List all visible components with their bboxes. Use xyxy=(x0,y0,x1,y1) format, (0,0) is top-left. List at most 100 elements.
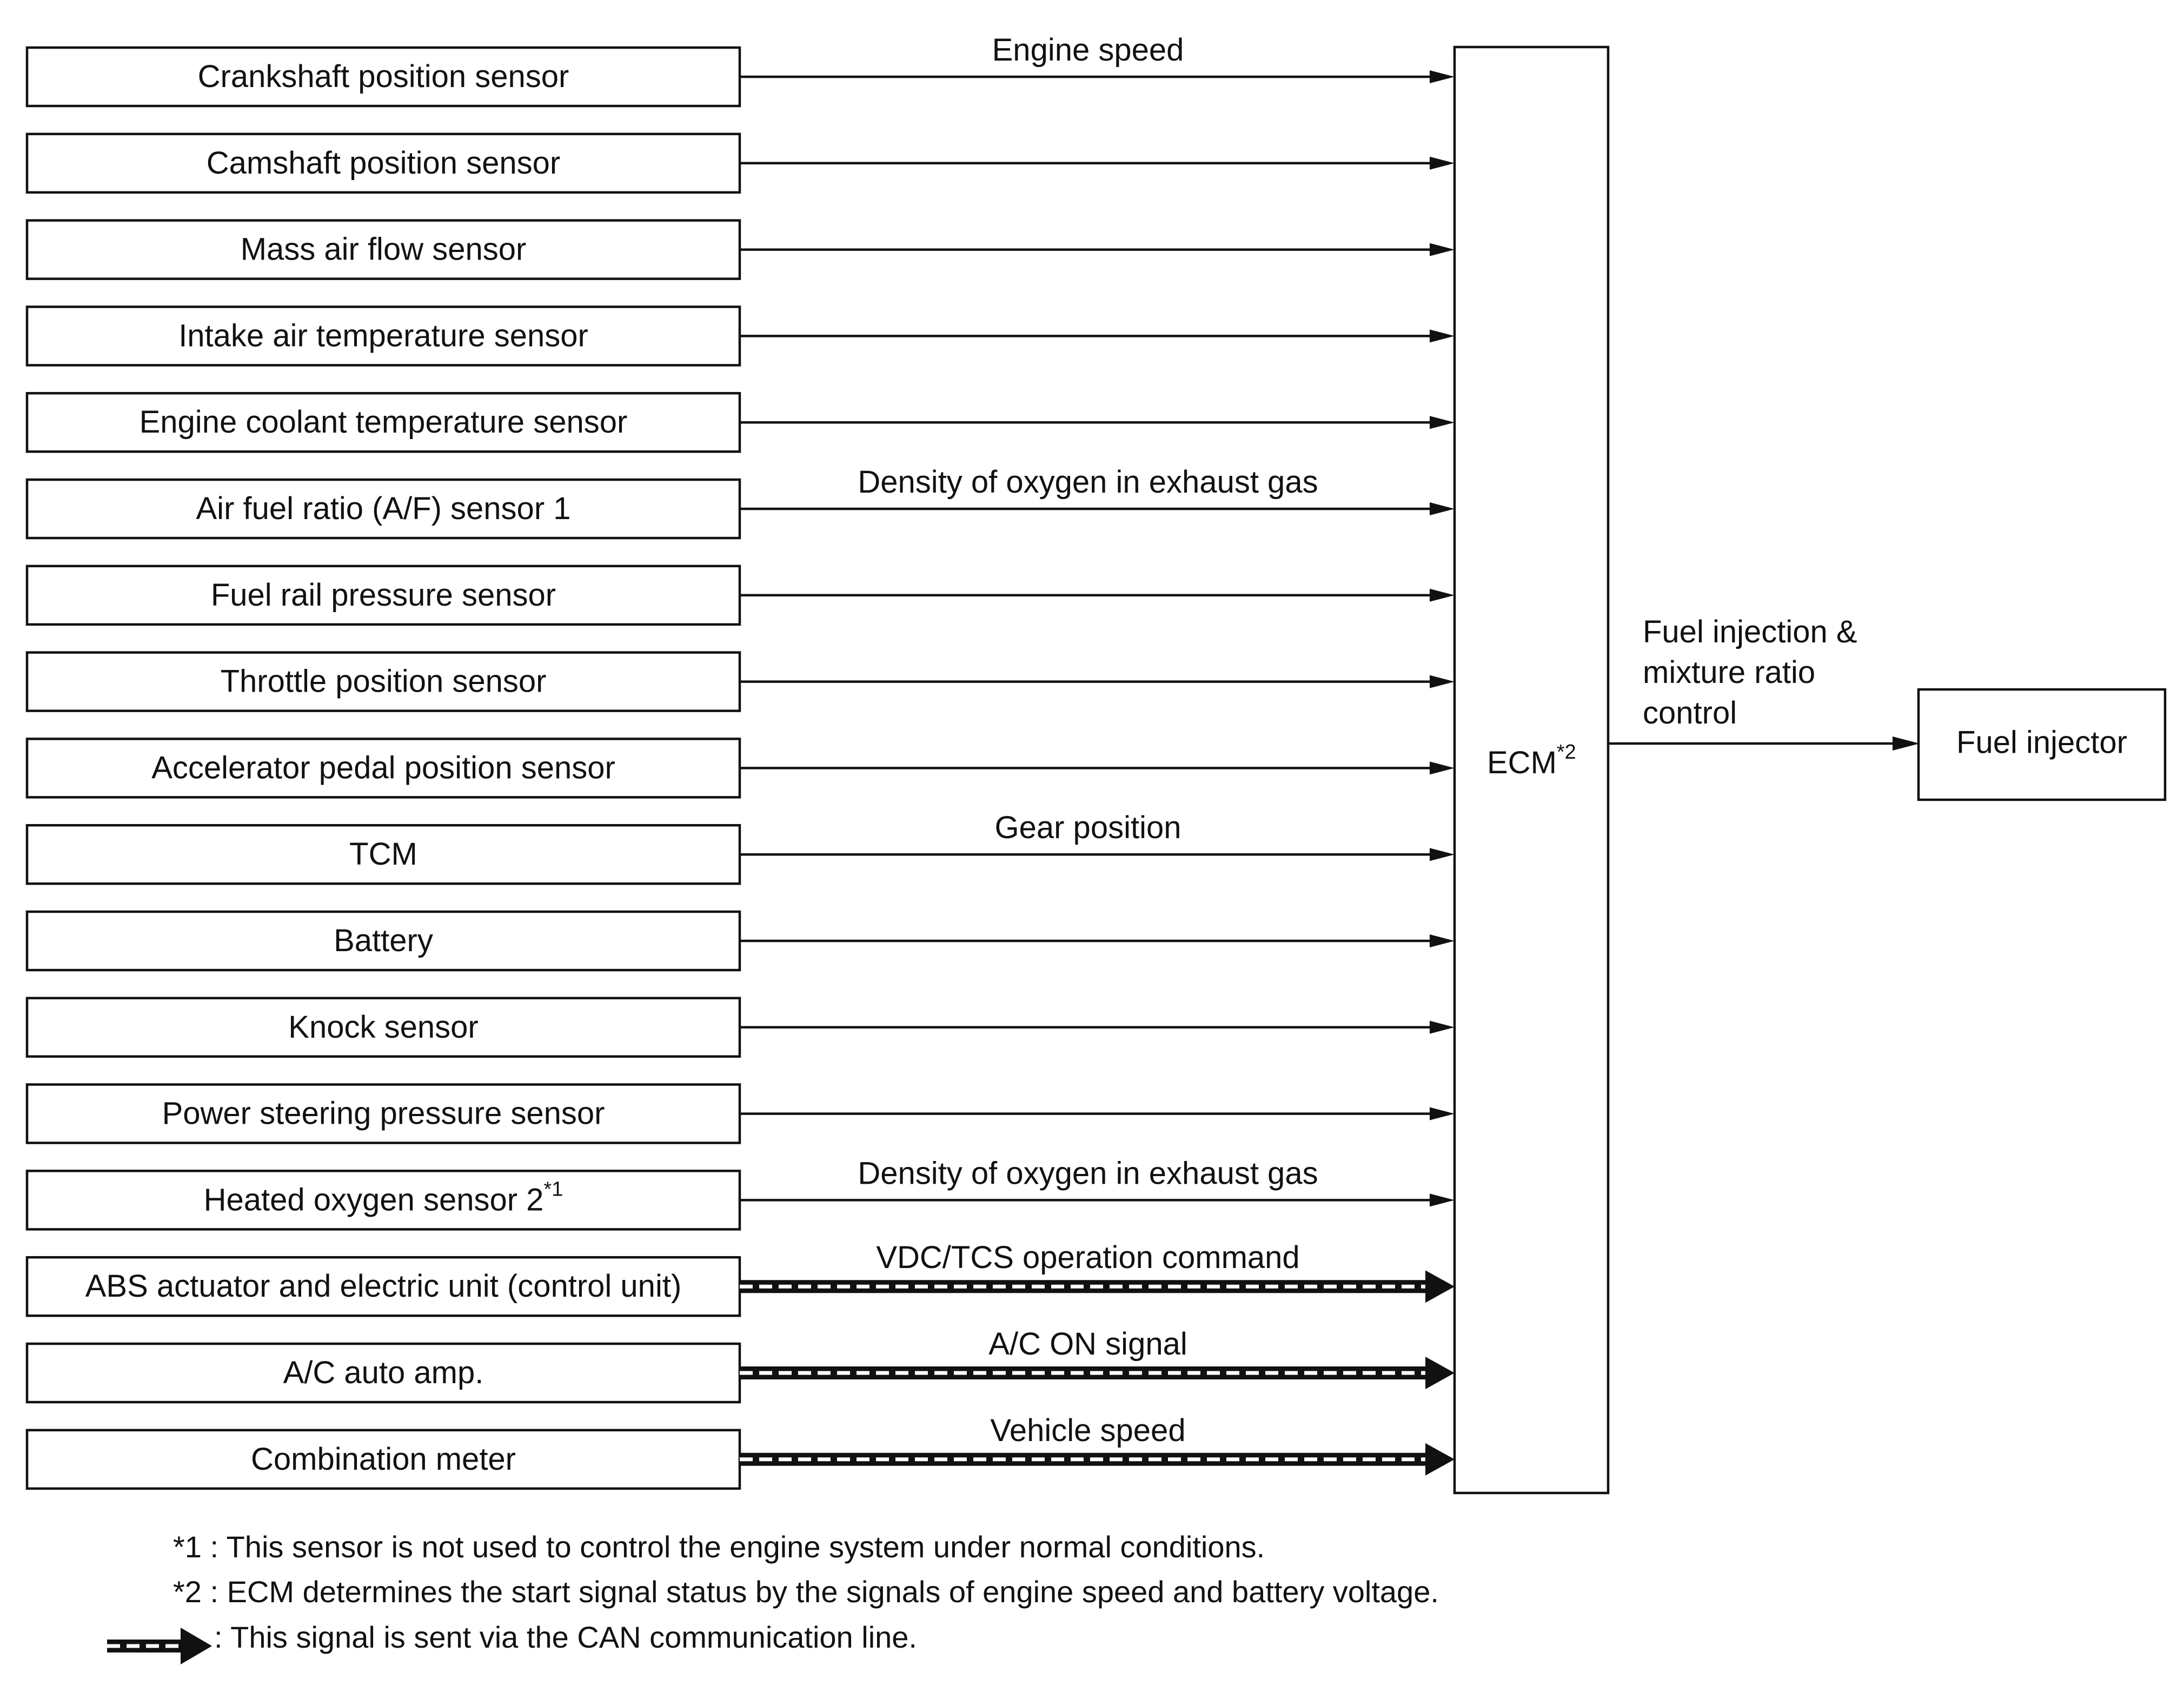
input-box xyxy=(25,1429,741,1490)
input-label-text: TCM xyxy=(349,837,417,872)
footnote-can-legend: : This signal is sent via the CAN commun… xyxy=(214,1620,917,1654)
input-box xyxy=(25,824,741,885)
input-row: Fuel rail pressure sensor xyxy=(25,565,1455,626)
signal-label: Density of oxygen in exhaust gas xyxy=(858,1156,1318,1191)
input-label: Intake air temperature sensor xyxy=(178,318,588,354)
input-label: TCM xyxy=(349,837,417,872)
output-signal-label: Fuel injection & mixture ratio control xyxy=(1643,614,1866,731)
input-label: Fuel rail pressure sensor xyxy=(211,578,556,613)
input-label-text: Knock sensor xyxy=(288,1010,478,1045)
signal-arrow-head xyxy=(1430,329,1455,343)
signal-arrow-head xyxy=(1430,1107,1455,1120)
signal-arrow-head xyxy=(1430,848,1455,861)
input-box xyxy=(25,306,741,367)
input-box xyxy=(25,1170,741,1231)
input-label: Accelerator pedal position sensor xyxy=(151,751,615,786)
input-row: Heated oxygen sensor 2*1 Density of oxyge… xyxy=(25,1156,1455,1231)
input-label: A/C auto amp. xyxy=(283,1355,484,1390)
signal-arrow-head xyxy=(1430,934,1455,947)
output-signal-line-1: Fuel injection & xyxy=(1643,614,1857,649)
input-label-text: Engine coolant temperature sensor xyxy=(140,405,628,440)
signal-label: Engine speed xyxy=(992,32,1184,68)
signal-arrow-head xyxy=(1430,156,1455,170)
input-label: Power steering pressure sensor xyxy=(162,1096,605,1131)
input-label-text: Crankshaft position sensor xyxy=(198,59,569,94)
input-row: TCM Gear position xyxy=(25,810,1455,885)
input-label-text: Power steering pressure sensor xyxy=(162,1096,605,1131)
input-label: Crankshaft position sensor xyxy=(198,59,569,94)
input-row: Crankshaft position sensor Engine speed xyxy=(25,32,1455,108)
input-row: Combination meter Vehicle speed xyxy=(25,1413,1455,1490)
input-row: Air fuel ratio (A/F) sensor 1 Density of … xyxy=(25,464,1455,540)
signal-arrow-head xyxy=(1430,416,1455,429)
signal-arrow-head xyxy=(1430,1020,1455,1034)
input-label: Mass air flow sensor xyxy=(241,232,527,267)
signal-label: A/C ON signal xyxy=(988,1326,1187,1362)
input-box xyxy=(25,910,741,972)
signal-label: Gear position xyxy=(995,810,1181,845)
input-row: Camshaft position sensor xyxy=(25,132,1455,194)
fuel-injector-label: Fuel injector xyxy=(1956,725,2127,760)
can-legend-arrow-head xyxy=(181,1628,212,1664)
ecm-block: ECM*2 xyxy=(1453,45,1610,1495)
input-label-text: A/C auto amp. xyxy=(283,1355,484,1390)
input-box xyxy=(25,219,741,280)
input-label: Heated oxygen sensor 2*1 xyxy=(204,1178,563,1217)
ecm-label: ECM*2 xyxy=(1487,741,1576,780)
input-label: Knock sensor xyxy=(288,1010,478,1045)
output-arrow-head xyxy=(1893,736,1920,751)
signal-arrow-head xyxy=(1430,675,1455,688)
footnote-2: *2 : ECM determines the start signal sta… xyxy=(173,1575,1439,1609)
input-label-text: Air fuel ratio (A/F) sensor 1 xyxy=(196,491,571,526)
input-row: Battery xyxy=(25,910,1455,972)
input-row: Throttle position sensor xyxy=(25,651,1455,712)
ecm-footnote-marker: *2 xyxy=(1557,741,1576,764)
input-box xyxy=(25,1083,741,1144)
input-row: Accelerator pedal position sensor xyxy=(25,738,1455,799)
signal-arrow-head xyxy=(1430,1193,1455,1207)
can-arrow-head xyxy=(1425,1443,1455,1476)
signal-arrow-head xyxy=(1430,502,1455,515)
input-row: Engine coolant temperature sensor xyxy=(25,391,1455,453)
input-label-text: Combination meter xyxy=(251,1442,516,1477)
input-box xyxy=(25,1342,741,1404)
input-label-text: Fuel rail pressure sensor xyxy=(211,578,556,613)
ecm-box xyxy=(1453,45,1610,1495)
output-signal: Fuel injection & mixture ratio control F… xyxy=(1608,614,2167,801)
input-row: Intake air temperature sensor xyxy=(25,306,1455,367)
output-signal-line-2: mixture ratio xyxy=(1643,655,1815,690)
signal-arrow-head xyxy=(1430,761,1455,775)
input-row: A/C auto amp. A/C ON signal xyxy=(25,1326,1455,1404)
input-row: ABS actuator and electric unit (control … xyxy=(25,1240,1455,1317)
input-label: Combination meter xyxy=(251,1442,516,1477)
can-arrow-head xyxy=(1425,1270,1455,1303)
input-label: Battery xyxy=(334,923,433,958)
signal-label: Density of oxygen in exhaust gas xyxy=(858,464,1318,500)
signal-arrow-head xyxy=(1430,588,1455,602)
input-box xyxy=(25,565,741,626)
input-label-text: Accelerator pedal position sensor xyxy=(151,751,615,786)
input-label: Engine coolant temperature sensor xyxy=(140,405,628,440)
input-label-text: Throttle position sensor xyxy=(221,664,547,699)
fuel-injector-box xyxy=(1917,688,2167,801)
signal-label: Vehicle speed xyxy=(990,1413,1185,1448)
input-label-text: Camshaft position sensor xyxy=(207,145,560,181)
input-label: Air fuel ratio (A/F) sensor 1 xyxy=(196,491,571,526)
input-label-text: Mass air flow sensor xyxy=(241,232,527,267)
input-label-text: Heated oxygen sensor 2 xyxy=(204,1183,544,1218)
input-footnote-marker: *1 xyxy=(543,1178,563,1200)
can-arrow-head xyxy=(1425,1357,1455,1389)
signal-arrow-head xyxy=(1430,243,1455,256)
input-box xyxy=(25,997,741,1058)
input-label-text: Battery xyxy=(334,923,433,958)
input-box xyxy=(25,132,741,194)
input-box xyxy=(25,738,741,799)
signal-label: VDC/TCS operation command xyxy=(876,1240,1299,1275)
input-label-text: Intake air temperature sensor xyxy=(178,318,588,354)
input-label: Throttle position sensor xyxy=(221,664,547,699)
footnotes: *1 : This sensor is not used to control … xyxy=(107,1530,1439,1664)
input-row: Power steering pressure sensor xyxy=(25,1083,1455,1144)
signal-arrow-head xyxy=(1430,70,1455,83)
input-row: Knock sensor xyxy=(25,997,1455,1058)
